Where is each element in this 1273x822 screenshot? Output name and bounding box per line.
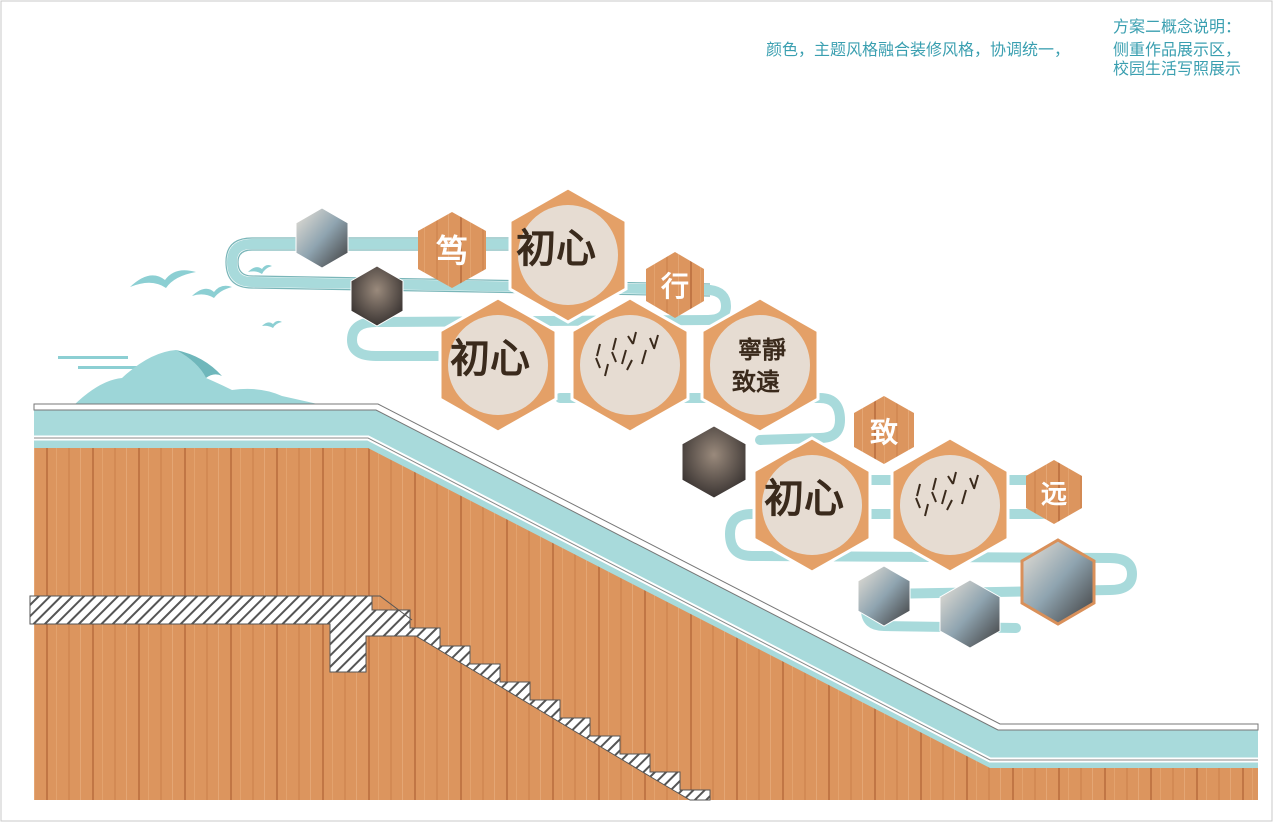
photo-hexagons [295, 207, 1096, 649]
calligraphy-hex-e: 初心 [752, 436, 872, 574]
calligraphy-hex-c [570, 296, 690, 434]
poem-strokes-f [915, 471, 979, 517]
serpentine-outline [225, 237, 711, 297]
tile-zhi [854, 396, 914, 464]
birds-decoration [130, 265, 282, 328]
concept-title: 方案二概念说明： [1113, 17, 1242, 36]
concept-line-right: 侧重作品展示区， [1113, 40, 1242, 59]
photo-hex-5 [939, 579, 1001, 649]
calligraphy-b-text: 初心 [450, 335, 530, 382]
word-tiles: 笃 行 致 远 [418, 212, 1082, 524]
photo-hex-1 [295, 207, 349, 269]
photo-hex-6 [1020, 538, 1096, 626]
tile-xing-text: 行 [660, 270, 689, 303]
tile-yuan [1026, 460, 1082, 524]
tile-du-text: 笃 [436, 232, 468, 270]
calligraphy-hex-d: 寧靜 致遠 [700, 296, 820, 434]
poem-strokes-c [595, 331, 659, 377]
calligraphy-e-text: 初心 [764, 475, 844, 522]
calligraphy-hex-b: 初心 [438, 296, 558, 434]
mountain-decoration [58, 350, 322, 405]
tile-du [418, 212, 486, 288]
calligraphy-hex-f [890, 436, 1010, 574]
photo-hex-4 [857, 565, 911, 627]
tile-zhi-text: 致 [870, 416, 899, 449]
calligraphy-d-line1: 寧靜 [738, 335, 786, 364]
concept-line-left: 颜色，主题风格融合装修风格，协调统一， [766, 40, 1071, 59]
calligraphy-hex-a: 初心 [508, 186, 628, 324]
photo-hex-3 [681, 425, 747, 499]
tile-xing [646, 252, 704, 318]
calligraphy-d-line2: 致遠 [732, 367, 780, 396]
calligraphy-hexagons: 初心 初心 [438, 186, 1010, 574]
photo-hex-2 [350, 265, 404, 327]
concept-line-last: 校园生活写照展示 [1113, 59, 1242, 78]
staircase-wall [29, 403, 1259, 801]
tile-yuan-text: 远 [1041, 480, 1067, 510]
calligraphy-a-text: 初心 [516, 225, 596, 272]
